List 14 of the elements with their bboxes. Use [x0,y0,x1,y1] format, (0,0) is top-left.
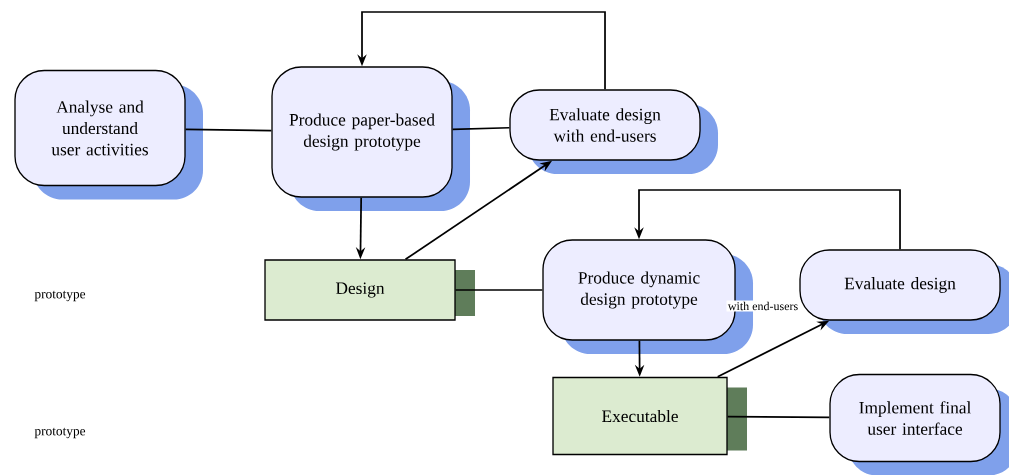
label: prototype [34,290,86,302]
process-box: Implement final user interface [829,373,1009,475]
process-box: Produce paper-based design prototype [271,66,470,211]
prototype-box: Design [264,259,475,321]
label: prototype [34,427,86,439]
process-box: Evaluate design with end-users [509,89,718,174]
node-caption: with end-users [726,300,800,312]
connector-line [454,289,544,291]
process-box: Analyse and understand user activities [14,69,203,200]
connector-line [726,415,831,419]
connector-line [451,126,511,131]
connector-line [184,128,273,132]
prototype-box: Executable [552,376,747,456]
process-box: Evaluate design [799,249,1009,334]
